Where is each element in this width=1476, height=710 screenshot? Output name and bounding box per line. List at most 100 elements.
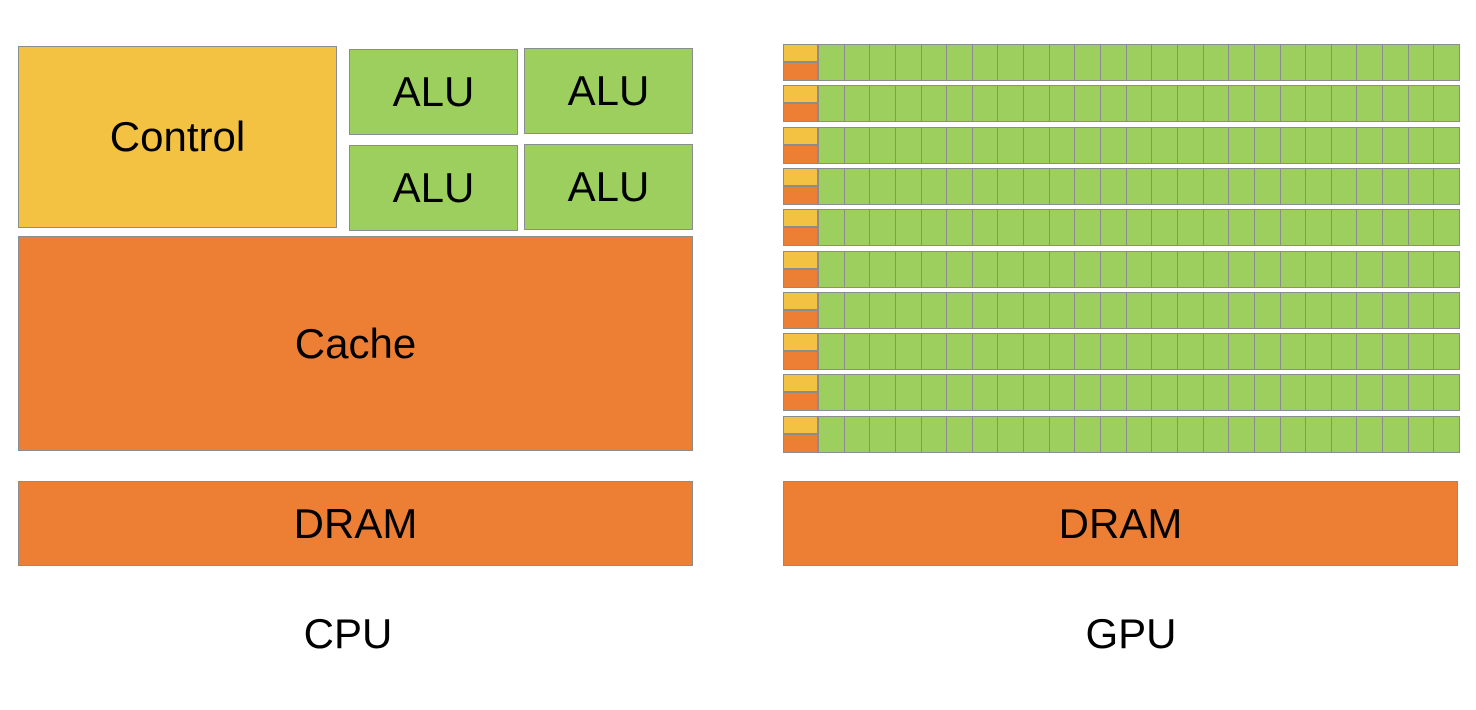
gpu-alu-cell xyxy=(1433,167,1460,205)
gpu-control-cell xyxy=(783,167,818,186)
gpu-sm-row xyxy=(783,374,1460,412)
gpu-alu-cell xyxy=(1074,291,1102,329)
gpu-alu-cell xyxy=(1048,44,1076,81)
gpu-control-cell xyxy=(783,291,818,310)
gpu-alu-cell xyxy=(869,209,896,247)
gpu-alu-cell xyxy=(894,44,922,81)
gpu-cache-cell xyxy=(783,392,818,412)
gpu-alu-cell xyxy=(997,85,1025,123)
gpu-alu-cell xyxy=(920,85,948,123)
gpu-alu-cell xyxy=(997,415,1025,453)
gpu-alu-cell xyxy=(1330,209,1358,247)
gpu-control-cell xyxy=(783,415,818,434)
gpu-alu-cell xyxy=(1305,167,1332,205)
gpu-alu-cell xyxy=(1305,415,1332,453)
gpu-alu-cell xyxy=(1433,333,1460,371)
gpu-control-cell xyxy=(783,44,818,62)
gpu-alu-cell xyxy=(1305,250,1332,288)
gpu-alu-cell xyxy=(1100,85,1127,123)
gpu-alu-cell xyxy=(1074,126,1102,164)
gpu-alu-cell xyxy=(869,126,896,164)
gpu-alu-cell xyxy=(920,291,948,329)
gpu-alu-cell xyxy=(1202,209,1230,247)
gpu-alu-cell xyxy=(818,374,845,412)
gpu-alu-cell xyxy=(1048,126,1076,164)
gpu-alu-cell xyxy=(920,209,948,247)
gpu-alu-cell xyxy=(1228,250,1255,288)
gpu-alu-cell xyxy=(1279,167,1307,205)
gpu-cache-cell xyxy=(783,351,818,371)
gpu-alu-cell xyxy=(894,333,922,371)
gpu-alu-cell xyxy=(1074,44,1102,81)
gpu-alu-cell xyxy=(1202,291,1230,329)
gpu-alu-cell xyxy=(1228,126,1255,164)
cpu-dram-block: DRAM xyxy=(18,481,693,566)
gpu-alu-cell xyxy=(1407,209,1435,247)
gpu-alu-cell xyxy=(997,44,1025,81)
cpu-alu-block: ALU xyxy=(524,48,693,134)
gpu-alu-cell xyxy=(869,85,896,123)
gpu-alu-cell xyxy=(1253,415,1281,453)
gpu-alu-cell xyxy=(1382,415,1409,453)
gpu-alu-cell xyxy=(1433,291,1460,329)
gpu-alu-cell xyxy=(946,167,973,205)
gpu-alu-cell xyxy=(971,333,999,371)
gpu-alu-cell xyxy=(1176,167,1204,205)
gpu-alu-cell xyxy=(1279,415,1307,453)
gpu-alu-cell xyxy=(971,374,999,412)
gpu-alu-cell xyxy=(869,415,896,453)
gpu-control-cell xyxy=(783,85,818,104)
gpu-alu-cell xyxy=(1023,209,1050,247)
gpu-alu-cell xyxy=(971,291,999,329)
gpu-alu-cell xyxy=(894,126,922,164)
gpu-alu-cell xyxy=(1151,126,1178,164)
gpu-alu-cell xyxy=(1279,209,1307,247)
gpu-alu-cell xyxy=(1202,250,1230,288)
gpu-alu-cell xyxy=(1356,85,1384,123)
gpu-control-cell xyxy=(783,209,818,228)
gpu-alu-cell xyxy=(1407,250,1435,288)
gpu-control-cell xyxy=(783,250,818,269)
gpu-cache-cell xyxy=(783,309,818,329)
gpu-alu-cell xyxy=(1125,167,1153,205)
gpu-cache-cell xyxy=(783,227,818,247)
gpu-alu-cell xyxy=(971,44,999,81)
cpu-caption: CPU xyxy=(303,610,393,657)
gpu-alu-cell xyxy=(1356,167,1384,205)
gpu-sm-row xyxy=(783,85,1460,123)
gpu-alu-cell xyxy=(946,126,973,164)
gpu-alu-cell xyxy=(920,126,948,164)
gpu-alu-cell xyxy=(920,333,948,371)
gpu-alu-cell xyxy=(1433,374,1460,412)
gpu-alu-cell xyxy=(1202,415,1230,453)
gpu-alu-cell xyxy=(1048,415,1076,453)
cpu-alu-label: ALU xyxy=(392,164,475,211)
gpu-alu-cell xyxy=(894,209,922,247)
gpu-alu-cell xyxy=(843,85,871,123)
gpu-alu-cell xyxy=(1074,415,1102,453)
gpu-alu-cell xyxy=(1074,167,1102,205)
gpu-alu-cell xyxy=(843,126,871,164)
cpu-alu-block: ALU xyxy=(349,49,518,135)
gpu-alu-cell xyxy=(818,333,845,371)
gpu-control-cell xyxy=(783,126,818,145)
gpu-alu-cell xyxy=(818,415,845,453)
cpu-alu-block: ALU xyxy=(524,144,693,230)
gpu-alu-cell xyxy=(1048,209,1076,247)
gpu-alu-cell xyxy=(1228,44,1255,81)
gpu-alu-cell xyxy=(1125,126,1153,164)
gpu-alu-cell xyxy=(1433,209,1460,247)
cpu-control-label: Control xyxy=(109,113,246,160)
gpu-alu-cell xyxy=(1330,415,1358,453)
gpu-alu-cell xyxy=(1176,374,1204,412)
gpu-alu-cell xyxy=(971,85,999,123)
gpu-alu-cell xyxy=(1202,374,1230,412)
gpu-alu-cell xyxy=(1176,291,1204,329)
gpu-alu-cell xyxy=(1407,126,1435,164)
gpu-alu-cell xyxy=(1407,167,1435,205)
gpu-alu-cell xyxy=(1125,209,1153,247)
gpu-alu-cell xyxy=(1023,291,1050,329)
gpu-alu-cell xyxy=(971,415,999,453)
gpu-alu-cell xyxy=(1356,374,1384,412)
gpu-alu-cell xyxy=(946,209,973,247)
